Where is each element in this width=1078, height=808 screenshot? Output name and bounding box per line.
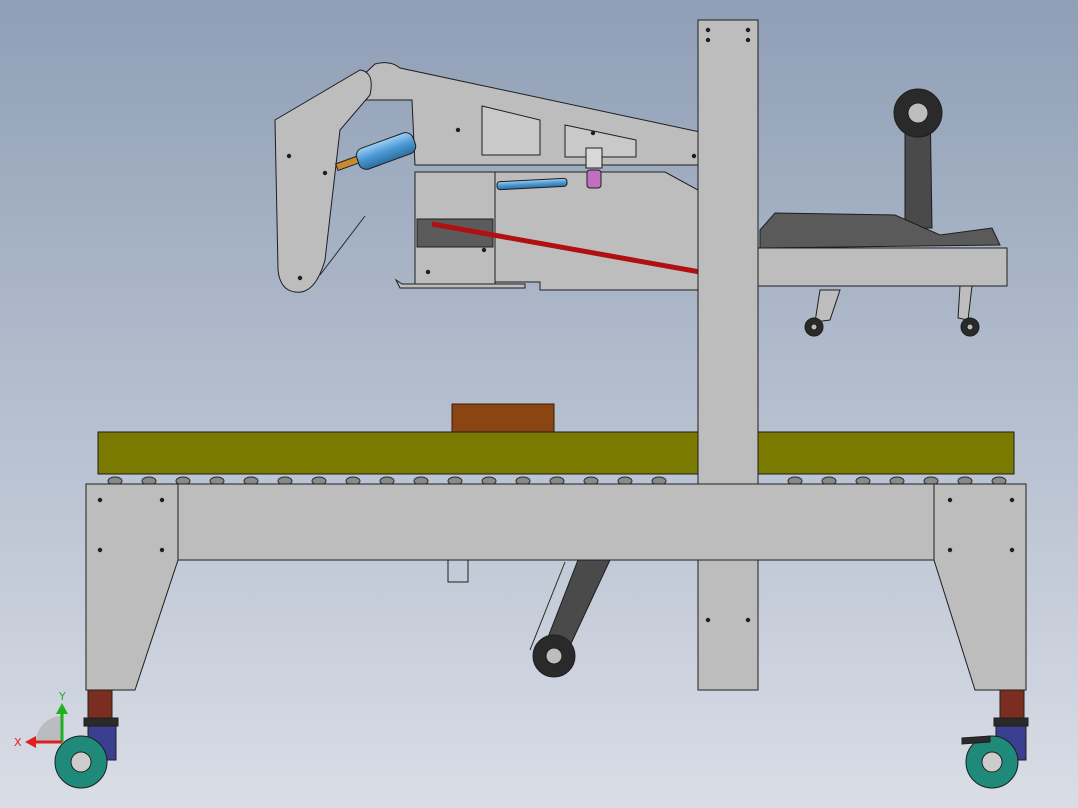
bolt-hole <box>1009 497 1015 503</box>
head-slide-plate <box>494 171 699 291</box>
bolt-hole <box>286 153 292 159</box>
conveyor-belt-left <box>97 431 699 475</box>
small-cylinder <box>496 177 568 191</box>
bolt-hole <box>159 547 165 553</box>
bolt-hole <box>947 497 953 503</box>
bolt-hole <box>159 497 165 503</box>
bolt-hole <box>745 617 751 623</box>
arm-cutout-2 <box>564 124 637 158</box>
upper-swing-plate <box>274 69 372 293</box>
bolt-hole <box>691 153 697 159</box>
upper-cylinder-rod <box>334 155 360 172</box>
triad-x-arrowhead <box>25 736 36 748</box>
triad-plane-indicator <box>36 716 62 742</box>
bolt-hole <box>590 130 596 136</box>
head-bottom-rail <box>394 278 526 289</box>
vertical-column <box>697 19 759 691</box>
upper-head-assembly <box>274 62 701 293</box>
conveyor-belt-right <box>757 431 1015 475</box>
guide-rod <box>431 221 701 275</box>
left-caster-hub <box>70 751 92 773</box>
bolt-hole <box>97 497 103 503</box>
flap-wire <box>319 215 366 276</box>
bolt-hole <box>947 547 953 553</box>
bolt-hole <box>745 37 751 43</box>
left-leg-spacer <box>87 689 113 719</box>
base-cross-beam <box>89 483 1021 561</box>
triad-x-label: X <box>14 736 22 749</box>
lower-arm-cable <box>529 561 566 651</box>
filter-regulator <box>586 169 602 189</box>
lower-arm-hub <box>545 647 563 665</box>
bolt-hole <box>97 547 103 553</box>
right-leg-spacer <box>999 689 1025 719</box>
front-guide-roller-hub <box>810 323 818 331</box>
tape-cutter-lever <box>814 289 841 323</box>
bolt-hole <box>481 247 487 253</box>
bolt-hole <box>705 617 711 623</box>
regulator-body <box>585 147 603 169</box>
left-caster <box>54 717 119 789</box>
bolt-hole <box>425 269 431 275</box>
bolt-hole <box>322 170 328 176</box>
bolt-hole <box>1009 547 1015 553</box>
right-caster-brake <box>961 735 991 745</box>
triad-y-arrowhead <box>56 703 68 714</box>
carton-box <box>451 403 555 433</box>
right-caster <box>961 717 1029 789</box>
bolt-hole <box>455 127 461 133</box>
bolt-hole <box>705 27 711 33</box>
bolt-holes <box>97 27 1015 623</box>
bolt-hole <box>705 37 711 43</box>
tape-unit-base <box>756 247 1008 287</box>
tape-unit-side-plate <box>759 212 1001 249</box>
bolt-hole <box>745 27 751 33</box>
right-caster-hub <box>981 751 1003 773</box>
bottom-bracket <box>447 559 469 583</box>
bolt-hole <box>297 275 303 281</box>
conveyor-rollers <box>107 476 1007 486</box>
triad-y-label: Y <box>58 690 66 703</box>
left-leg-plate <box>85 483 179 691</box>
right-caster-plate <box>993 717 1029 727</box>
base-frame <box>85 483 1027 719</box>
rear-guide-roller-hub <box>966 323 974 331</box>
tape-roll-hub <box>907 102 929 124</box>
coordinate-triad: Y X <box>14 690 68 749</box>
left-caster-plate <box>83 717 119 727</box>
tape-unit <box>756 88 1008 337</box>
arm-cutout-1 <box>481 105 541 156</box>
